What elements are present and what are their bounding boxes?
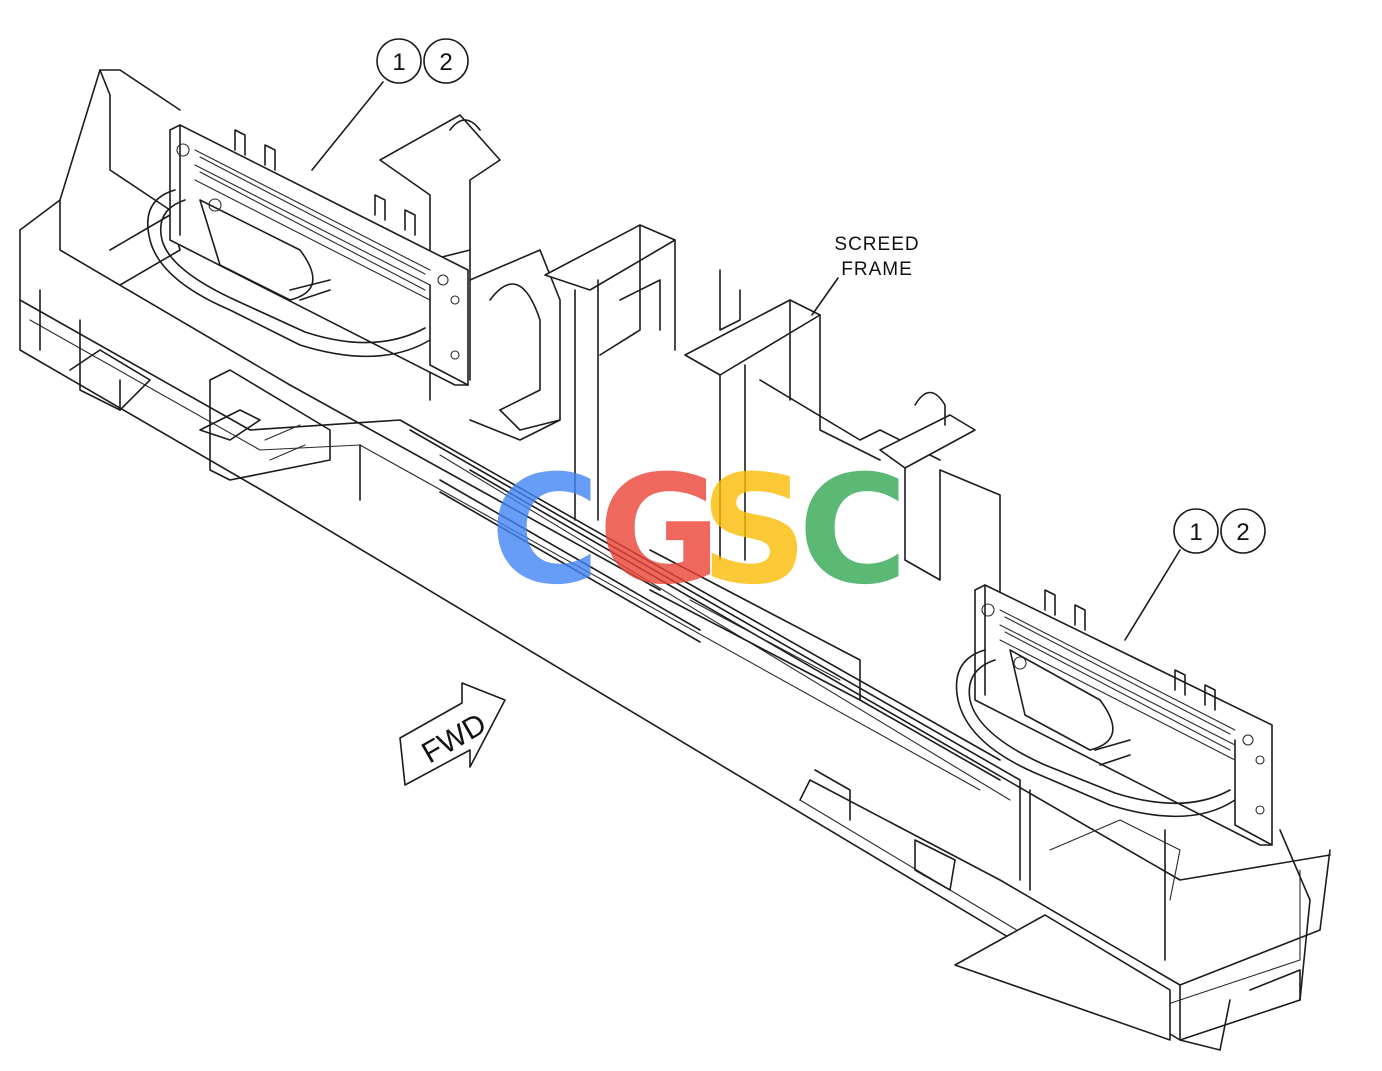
watermark-logo: C G S C	[490, 444, 908, 618]
leader-left	[311, 81, 384, 171]
callout-balloon	[1220, 508, 1266, 554]
leader-right	[1124, 549, 1181, 641]
watermark-letter: C	[490, 444, 600, 618]
callout-left: 1 2	[376, 38, 469, 84]
watermark-letter: G	[598, 444, 721, 618]
callout-balloon	[1173, 508, 1219, 554]
screed-frame-label-line2: FRAME	[841, 259, 913, 280]
watermark-letter: S	[700, 444, 808, 618]
leader-screed-frame	[811, 277, 839, 316]
screed-frame-label-line1: SCREED	[834, 234, 919, 255]
watermark-letter: C	[798, 444, 908, 618]
callout-balloon	[376, 38, 422, 84]
callout-right: 1 2	[1173, 508, 1266, 554]
callout-number: 1	[392, 49, 405, 76]
screed-frame-body	[19, 69, 1331, 1051]
forward-arrow: FWD	[399, 682, 506, 786]
callout-number: 2	[1236, 519, 1249, 546]
callout-number: 2	[439, 49, 452, 76]
callout-number: 1	[1189, 519, 1202, 546]
right-assembly	[955, 584, 1273, 846]
callout-balloon	[423, 38, 469, 84]
left-assembly	[146, 124, 469, 386]
